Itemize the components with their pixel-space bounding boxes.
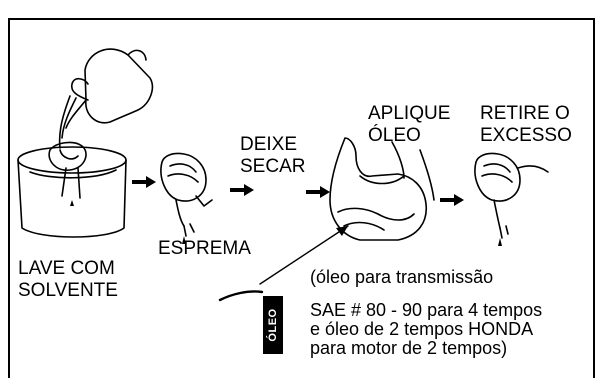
pointer-line [259,225,349,285]
removing-excess-hand-icon [474,152,549,239]
pitcher-icon [58,48,154,149]
step-dry-label-line1: DEIXE [240,134,298,155]
squeezing-hand-icon [160,152,213,237]
step-remove-label-line2: EXCESSO [480,125,572,146]
oil-note-line4: para motor de 2 tempos) [310,338,508,358]
oil-note-line3: e óleo de 2 tempos HONDA [310,319,534,339]
oil-note-line2: SAE # 80 - 90 para 4 tempos [310,300,543,320]
diagram-frame [8,18,595,378]
drops [70,200,502,246]
step-arrows [132,176,464,236]
step-apply-label-line2: ÓLEO [368,125,421,146]
step-wash-label-line2: SOLVENTE [18,280,118,301]
step-wash-label-line1: LAVE COM [18,258,115,279]
bucket-icon [17,141,127,238]
step-remove-label-line1: RETIRE O [480,103,570,124]
step-apply-label-line1: APLIQUE [368,103,451,124]
step-dry-label-line2: SECAR [240,156,306,177]
oil-can-icon: ÓLEO [263,296,283,354]
step-squeeze-label: ESPREMA [158,238,251,259]
oil-note-line1: (óleo para transmissão [310,267,494,287]
applying-hands-icon [329,137,435,241]
pointer-curve [218,290,264,302]
oil-can-label: ÓLEO [267,308,279,342]
